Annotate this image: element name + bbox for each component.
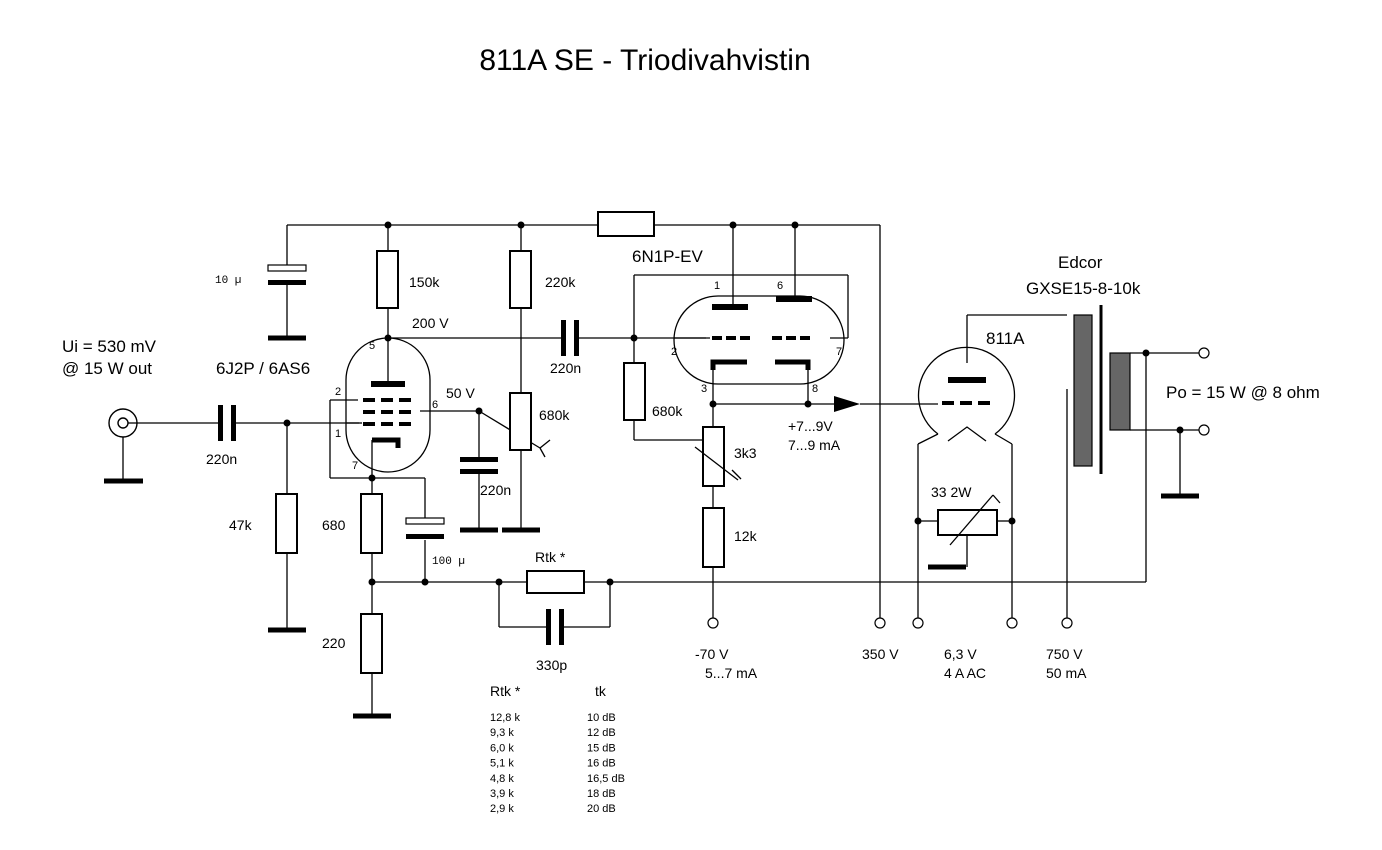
pin-label: 5 <box>369 340 375 352</box>
table-cell-rtk: 3,9 k <box>490 788 514 800</box>
table-cell-rtk: 6,0 k <box>490 742 514 754</box>
pot-3k3-label: 3k3 <box>734 445 757 461</box>
transformer-model-label: GXSE15-8-10k <box>1026 279 1141 298</box>
resistor-top <box>597 211 655 237</box>
resistor-150k-label: 150k <box>409 274 440 290</box>
plate-voltage-label: 200 V <box>412 315 449 331</box>
pin-label: 8 <box>812 383 818 395</box>
cap-330p-label: 330p <box>536 657 567 673</box>
resistor-150k <box>376 250 399 309</box>
input-cap-label: 220n <box>206 451 237 467</box>
resistor-220k-label: 220k <box>545 274 576 290</box>
b-plus-low-label: 350 V <box>862 646 899 662</box>
capacitors <box>218 264 579 645</box>
wires <box>122 224 1199 715</box>
output-transformer <box>1073 305 1131 474</box>
pin-label: 6 <box>777 280 783 292</box>
table-cell-tk: 16 dB <box>587 758 616 770</box>
table-header-tk: tk <box>595 683 607 699</box>
pentode-tube-label: 6J2P / 6AS6 <box>216 359 310 378</box>
pentode-tube <box>345 337 431 473</box>
resistor-680k-grid <box>623 362 646 421</box>
b-plus-high-label: 750 V <box>1046 646 1083 662</box>
table-cell-rtk: 2,9 k <box>490 803 514 815</box>
pot-680k <box>509 392 532 451</box>
pin-label: 6 <box>432 399 438 411</box>
table-cell-rtk: 12,8 k <box>490 712 520 724</box>
feedback-table: Rtk * tk 12,8 k 10 dB 9,3 k 12 dB 6,0 k 15 dB… <box>490 683 625 815</box>
junction-dots <box>283 221 1184 586</box>
resistor-12k-label: 12k <box>734 528 758 544</box>
input-condition-label: @ 15 W out <box>62 359 152 378</box>
table-rows: 12,8 k 10 dB 9,3 k 12 dB 6,0 k 15 dB 5,1 k 16 d… <box>490 712 625 815</box>
output-power-label: Po = 15 W @ 8 ohm <box>1166 383 1320 402</box>
pot-33r <box>937 509 998 536</box>
cap-100u-label: 100 µ <box>432 556 465 568</box>
dual-triode-label: 6N1P-EV <box>632 247 704 266</box>
pin-label: 1 <box>335 428 341 440</box>
pin-label: 1 <box>714 280 720 292</box>
resistors <box>275 211 1001 674</box>
cap-10u-label: 10 µ <box>215 275 241 287</box>
table-cell-tk: 16,5 dB <box>587 773 625 785</box>
resistor-680 <box>360 493 383 554</box>
table-cell-tk: 12 dB <box>587 727 616 739</box>
table-cell-tk: 18 dB <box>587 788 616 800</box>
pin-label: 2 <box>671 346 677 358</box>
follower-voltage-label: +7...9V <box>788 418 833 434</box>
table-cell-rtk: 9,3 k <box>490 727 514 739</box>
screen-cap-label: 220n <box>480 482 511 498</box>
resistor-rtk <box>526 570 585 594</box>
rtk-label: Rtk * <box>535 549 566 565</box>
pin-label: 3 <box>701 383 707 395</box>
resistor-680k-grid-label: 680k <box>652 403 683 419</box>
table-header-rtk: Rtk * <box>490 683 521 699</box>
input-voltage-label: Ui = 530 mV <box>62 337 157 356</box>
neg-supply-voltage-label: -70 V <box>695 646 729 662</box>
pin-label: 7 <box>836 346 842 358</box>
input-jack <box>108 408 138 438</box>
coupling-cap-label: 220n <box>550 360 581 376</box>
table-cell-rtk: 4,8 k <box>490 773 514 785</box>
b-plus-high-current-label: 50 mA <box>1046 665 1087 681</box>
pot-3k3 <box>702 426 725 487</box>
neg-supply-current-label: 5...7 mA <box>705 665 758 681</box>
resistor-47k-label: 47k <box>229 517 253 533</box>
resistor-220-label: 220 <box>322 635 346 651</box>
resistor-12k <box>702 507 725 568</box>
resistor-220k <box>509 250 532 309</box>
table-cell-rtk: 5,1 k <box>490 758 514 770</box>
screen-voltage-label: 50 V <box>446 385 475 401</box>
pin-label: 2 <box>335 386 341 398</box>
schematic-title: 811A SE - Triodivahvistin <box>479 44 810 77</box>
resistor-47k <box>275 493 298 554</box>
terminals <box>707 347 1210 629</box>
filament-current-label: 4 A AC <box>944 665 986 681</box>
power-tube-label: 811A <box>986 329 1025 348</box>
grounds <box>104 335 1199 719</box>
signal-arrow <box>834 396 860 412</box>
table-cell-tk: 15 dB <box>587 742 616 754</box>
follower-current-label: 7...9 mA <box>788 437 841 453</box>
dual-triode-tube <box>673 295 845 385</box>
pot-680k-label: 680k <box>539 407 570 423</box>
filament-voltage-label: 6,3 V <box>944 646 977 662</box>
filament-pot-label: 33 2W <box>931 484 972 500</box>
table-cell-tk: 20 dB <box>587 803 616 815</box>
power-triode-tube <box>917 346 1016 442</box>
transformer-brand-label: Edcor <box>1058 253 1103 272</box>
table-cell-tk: 10 dB <box>587 712 616 724</box>
resistor-220 <box>360 613 383 674</box>
resistor-680-label: 680 <box>322 517 346 533</box>
pin-label: 7 <box>352 460 358 472</box>
